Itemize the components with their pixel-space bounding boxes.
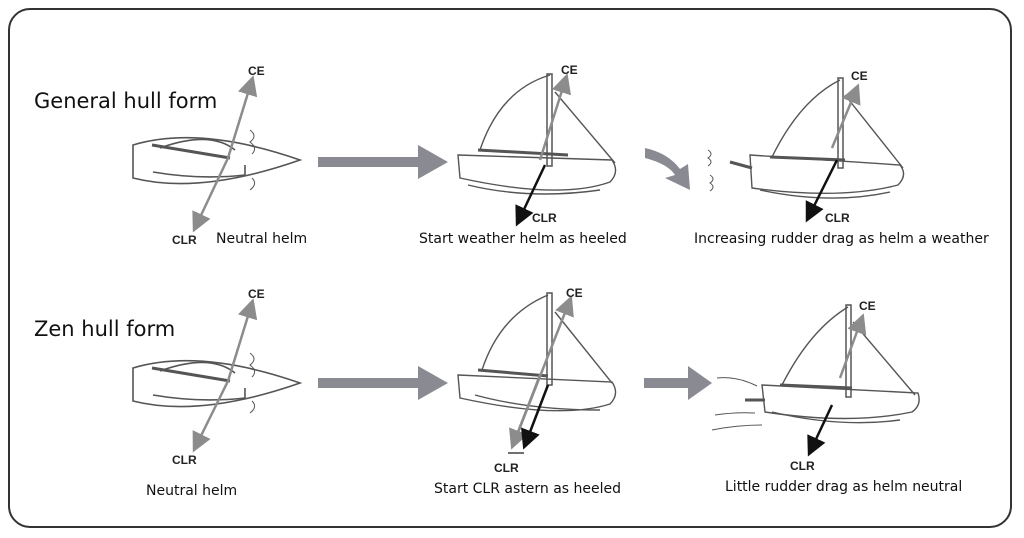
ce-label: CE (248, 287, 265, 301)
clr-label: CLR (494, 461, 519, 475)
flow-arrow (644, 366, 712, 400)
flow-arrow (318, 366, 448, 400)
clr-force-arrow (807, 404, 834, 457)
diagram-frame (8, 8, 1012, 528)
flow-arrow-curved (645, 148, 690, 190)
ce-label: CE (859, 299, 876, 313)
hull-top-view-general (132, 129, 303, 191)
hull-top-view-zen (132, 352, 303, 414)
caption: Increasing rudder drag as helm a weather (694, 231, 989, 247)
row-title-general: General hull form (34, 89, 218, 113)
ce-force-arrow-tail (509, 374, 542, 450)
caption: Neutral helm (216, 231, 308, 247)
clr-label: CLR (825, 211, 850, 225)
clr-label: CLR (172, 233, 197, 247)
boat-side-view-rudder-drag (707, 77, 905, 199)
clr-force-arrow (192, 380, 230, 453)
ce-force-arrow (226, 75, 258, 159)
ce-label: CE (851, 69, 868, 83)
ce-force-arrow (538, 73, 571, 161)
clr-force-arrow (515, 164, 547, 227)
clr-label: CLR (172, 453, 197, 467)
clr-label: CLR (532, 211, 557, 225)
caption: Start weather helm as heeled (419, 231, 627, 247)
clr-force-arrow (805, 159, 839, 223)
flow-arrow (318, 145, 448, 179)
ce-force-arrow (226, 298, 258, 382)
clr-label: CLR (790, 459, 815, 473)
caption: Neutral helm (146, 483, 238, 499)
boat-side-view-neutral (711, 304, 920, 431)
boat-side-view-heeled (457, 73, 617, 195)
clr-force-arrow (192, 157, 230, 233)
caption: Little rudder drag as helm neutral (725, 479, 963, 495)
clr-force-arrow (521, 384, 550, 450)
ce-label: CE (248, 64, 265, 78)
boat-side-view-clr-astern (457, 292, 617, 412)
ce-label: CE (561, 63, 578, 77)
row-title-zen: Zen hull form (34, 317, 176, 341)
ce-label: CE (566, 286, 583, 300)
ce-force-arrow (838, 313, 867, 379)
ce-force-arrow (830, 83, 861, 149)
caption: Start CLR astern as heeled (434, 481, 622, 497)
